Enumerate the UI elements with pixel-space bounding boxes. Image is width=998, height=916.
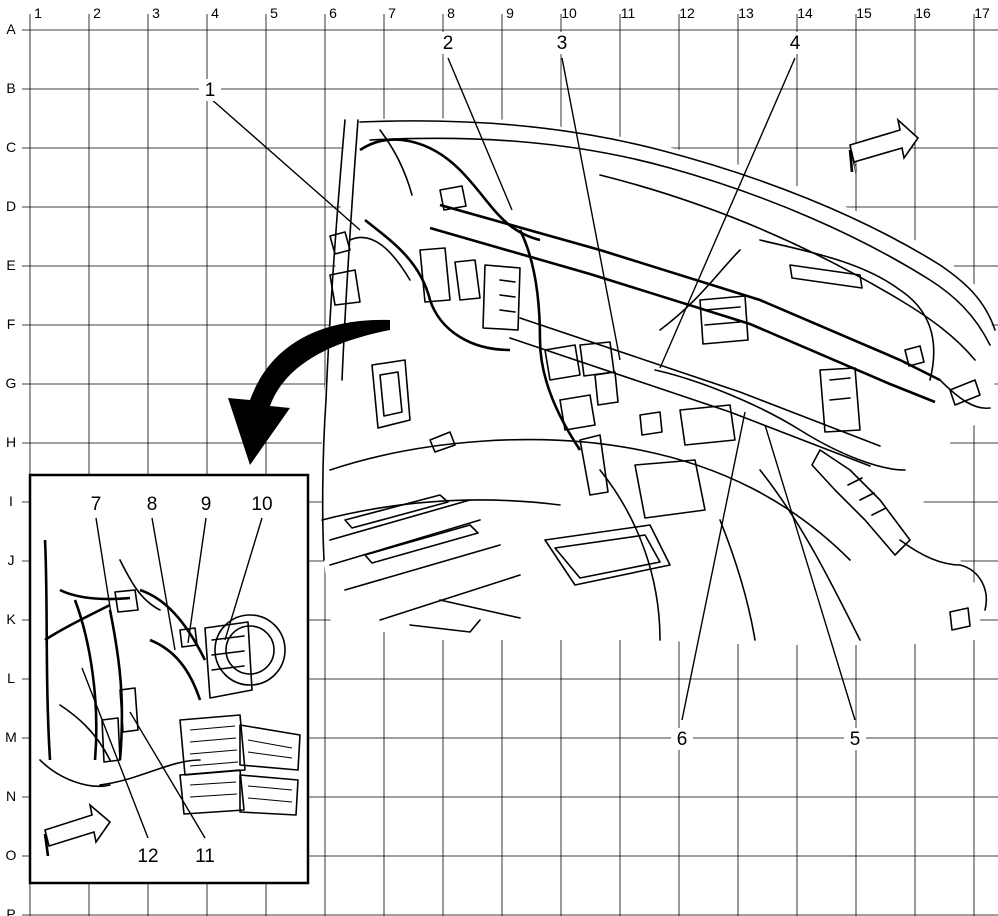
grid-column-label: 1 <box>34 5 42 21</box>
callout-8: 8 <box>147 494 158 515</box>
callout-12: 12 <box>137 846 158 867</box>
callout-10: 10 <box>251 494 272 515</box>
callout-11: 11 <box>195 846 215 867</box>
grid-row-label: O <box>6 847 17 863</box>
grid-column-label: 10 <box>561 5 577 21</box>
grid-row-label: N <box>6 788 16 804</box>
callout-leader-lines <box>81 57 856 839</box>
grid-column-label: 16 <box>915 5 931 21</box>
grid-row-label: P <box>6 906 15 916</box>
grid-row-label: F <box>7 316 16 332</box>
grid-column-label: 3 <box>152 5 160 21</box>
grid-column-label: 8 <box>447 5 455 21</box>
grid-row-label: L <box>7 670 15 686</box>
grid-row-labels: A B C D E F G H I J K L M N O P <box>5 21 17 916</box>
grid-column-label: 4 <box>211 5 219 21</box>
callout-5: 5 <box>850 729 861 750</box>
callout-3: 3 <box>557 33 568 54</box>
grid-column-label: 5 <box>270 5 278 21</box>
callout-4: 4 <box>790 33 801 54</box>
grid-row-label: H <box>6 434 16 450</box>
grid-row-label: G <box>6 375 17 391</box>
instrument-panel-drawing <box>321 118 996 645</box>
grid-row-label: I <box>9 493 13 509</box>
detail-inset <box>28 473 310 885</box>
callout-9: 9 <box>201 494 212 515</box>
callout-1: 1 <box>205 80 216 101</box>
grid-column-label: 6 <box>329 5 337 21</box>
grid-column-label: 12 <box>679 5 695 21</box>
callout-labels: 1 2 3 4 5 6 7 8 9 10 11 12 <box>85 32 866 867</box>
grid-row-label: E <box>6 257 15 273</box>
callout-6: 6 <box>677 729 688 750</box>
grid-column-label: 2 <box>93 5 101 21</box>
grid-column-label: 15 <box>856 5 872 21</box>
grid-column-label: 17 <box>974 5 990 21</box>
grid-column-label: 9 <box>506 5 514 21</box>
forward-arrow-icon <box>43 802 112 857</box>
grid-row-label: C <box>6 139 16 155</box>
callout-7: 7 <box>91 494 102 515</box>
grid-row-label: A <box>6 21 16 37</box>
forward-arrow-icon <box>848 117 920 176</box>
grid-column-label: 13 <box>738 5 754 21</box>
grid-row-label: M <box>5 729 17 745</box>
grid-column-label: 11 <box>621 5 636 21</box>
grid-row-label: J <box>8 552 15 568</box>
curved-detail-arrow-icon <box>228 319 390 465</box>
grid-row-label: D <box>6 198 16 214</box>
grid-row-label: K <box>6 611 16 627</box>
callout-2: 2 <box>443 33 454 54</box>
grid-column-label: 7 <box>388 5 396 21</box>
grid-column-label: 14 <box>797 5 813 21</box>
grid-row-label: B <box>6 80 15 96</box>
